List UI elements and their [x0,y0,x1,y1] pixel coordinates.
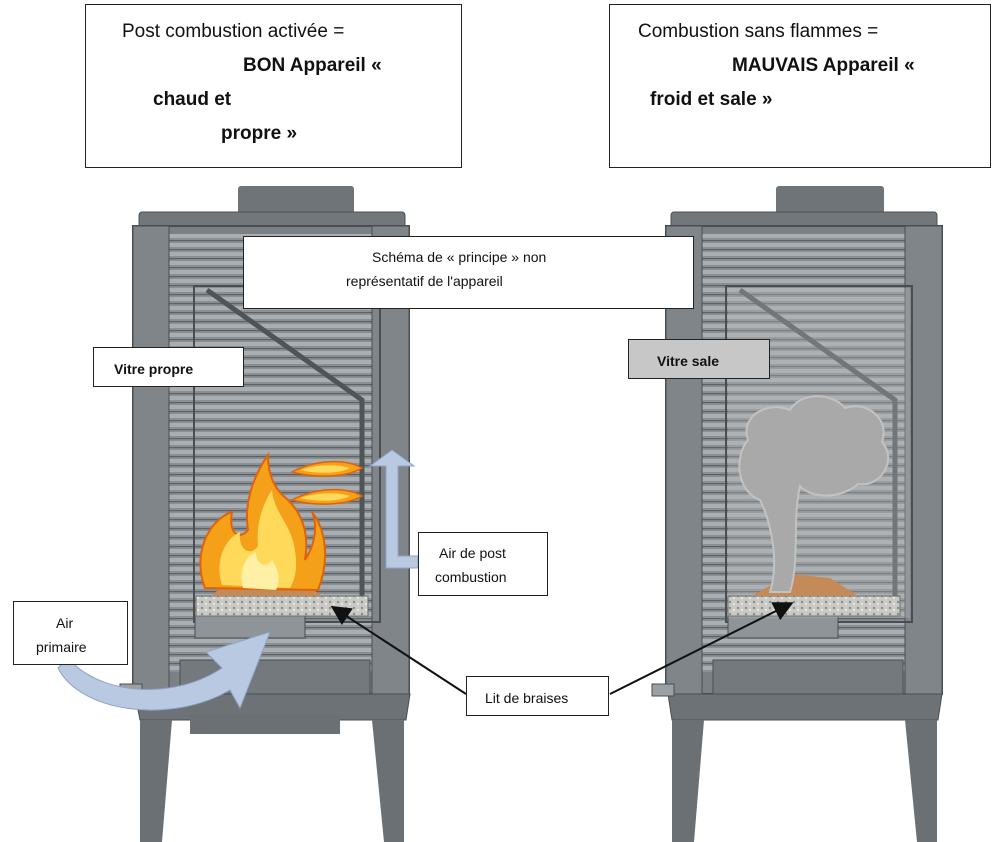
bad-box-line-1: Combustion sans flammes = [638,21,879,42]
bad-box-line-3: froid et sale » [650,89,773,110]
primary-air-arrow [57,631,271,711]
pointer-line-right [609,602,794,695]
ember-bed-right [727,595,901,617]
bad-box-line-2: MAUVAIS Appareil « [732,55,915,76]
schema-note-line-1: Schéma de « principe » non [372,249,547,265]
secondary-air-label: Air de post combustion [418,532,548,596]
secondary-air-line-1: Air de post [439,545,506,561]
pointer-line-left [330,605,467,695]
ember-bed-label: Lit de braises [466,676,609,716]
good-box-line-4: propre » [221,123,298,144]
dirty-glass-label: Vitre sale [628,339,770,379]
good-box-line-3: chaud et [153,89,232,110]
schema-note-line-2: représentatif de l'appareil [346,273,503,289]
clean-glass-text: Vitre propre [114,361,194,377]
ember-bed-text: Lit de braises [485,690,569,706]
dirty-glass-text: Vitre sale [657,353,720,369]
good-box-line-1: Post combustion activée = [122,21,345,42]
secondary-air-line-2: combustion [435,569,507,585]
smoke-cloud [738,395,889,593]
good-appliance-box: Post combustion activée = BON Appareil «… [85,4,462,168]
secondary-flame-jets [289,460,364,505]
clean-glass-label: Vitre propre [93,347,244,387]
secondary-air-arrow [368,449,419,569]
primary-air-line-1: Air [56,615,74,631]
schema-note-box: Schéma de « principe » non représentatif… [243,236,694,309]
flames-left [199,451,327,592]
primary-air-line-2: primaire [36,639,87,655]
primary-air-label: Air primaire [13,601,128,665]
good-box-line-2: BON Appareil « [243,55,382,76]
bad-appliance-box: Combustion sans flammes = MAUVAIS Appare… [609,4,991,168]
